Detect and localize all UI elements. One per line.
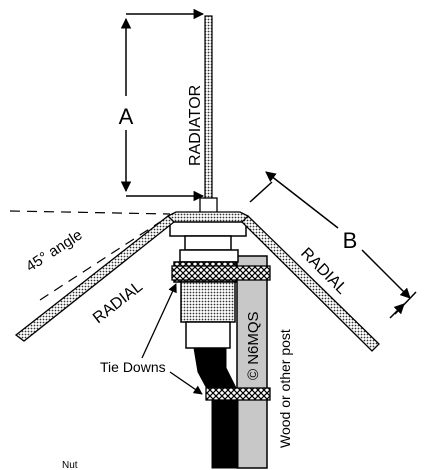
radiator-label: RADIATOR	[187, 85, 204, 166]
radial-left	[14, 215, 175, 342]
angle-label: 45° angle	[23, 226, 86, 275]
dimension-b-upper	[265, 171, 339, 229]
tie-down-upper	[171, 265, 271, 281]
radial-right	[241, 215, 380, 352]
copyright-label: © N6MQS	[245, 311, 262, 380]
wood-post	[236, 255, 268, 469]
dimension-b-top-tick	[249, 181, 273, 203]
angle-reference-horizontal	[9, 210, 171, 215]
dimension-b-label: B	[343, 228, 358, 253]
angle-reference-diagonal	[39, 221, 161, 301]
radial-left-label: RADIAL	[90, 278, 146, 327]
tie-downs-arrow-lower	[169, 371, 203, 395]
tie-down-lower	[205, 387, 271, 401]
post-label: Wood or other post	[277, 329, 293, 448]
connector-nut	[179, 249, 239, 263]
mount-bracket	[169, 221, 247, 237]
radiator-element	[204, 15, 213, 207]
tie-downs-label: Tie Downs	[100, 359, 166, 375]
connector-sleeve	[185, 321, 231, 349]
dimension-a-label: A	[119, 104, 134, 129]
connector-plug	[180, 281, 236, 323]
dimension-b-ext	[389, 303, 405, 319]
dimension-b-lower	[361, 249, 411, 299]
coax-cable	[193, 347, 239, 469]
tie-downs-arrow-upper	[141, 283, 177, 359]
nut-label: Nut	[62, 460, 78, 470]
connector-neck	[184, 235, 232, 251]
